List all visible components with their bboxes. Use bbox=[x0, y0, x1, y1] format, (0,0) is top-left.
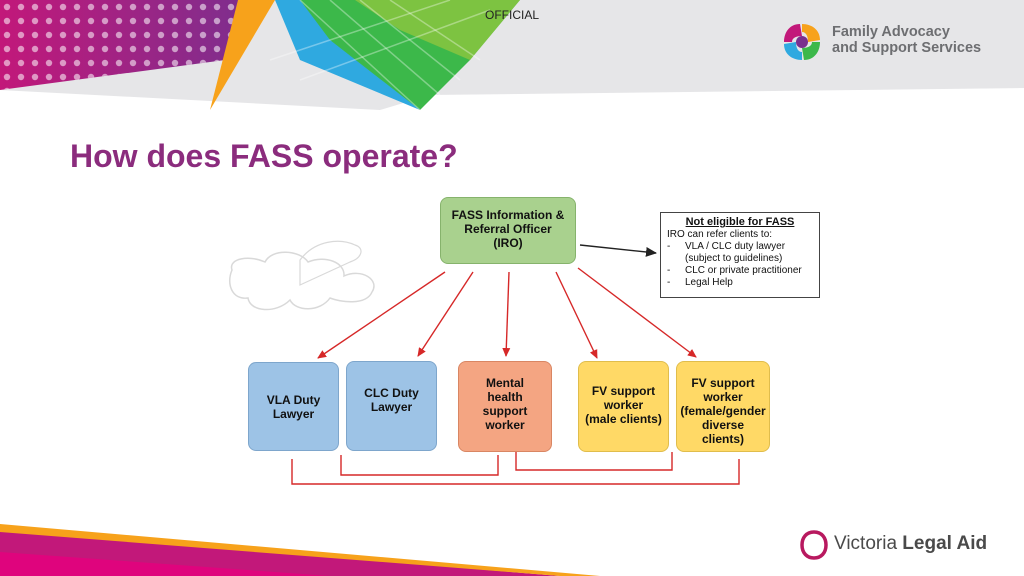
header-banner-art bbox=[0, 0, 1024, 111]
fass-logo: Family Advocacy and Support Services bbox=[780, 20, 1010, 66]
arrow-iro-clc bbox=[417, 271, 474, 357]
not-eligible-note: Not eligible for FASS IRO can refer clie… bbox=[660, 212, 820, 298]
note-heading: Not eligible for FASS bbox=[685, 216, 795, 228]
node-mental-health-worker: Mental health support worker bbox=[458, 361, 552, 452]
arrow-iro-vla bbox=[317, 271, 446, 359]
cloud-shape bbox=[228, 251, 375, 311]
arrow-iro-mental-health bbox=[502, 271, 511, 357]
victoria-legal-aid-logo: Victoria Legal Aid bbox=[800, 530, 987, 562]
node-clc-duty-lawyer: CLC Duty Lawyer bbox=[346, 361, 437, 451]
fass-logo-text: Family Advocacy and Support Services bbox=[832, 24, 981, 56]
vla-logo-word1: Victoria bbox=[834, 533, 898, 554]
bracket-mental-health-fv-male bbox=[515, 452, 673, 471]
note-item: -CLC or private practitioner bbox=[667, 265, 802, 276]
bracket-vla-fv-female bbox=[291, 459, 740, 485]
footer-art bbox=[0, 524, 600, 576]
node-fv-male: FV support worker (male clients) bbox=[578, 361, 669, 452]
note-item-text: Legal Help bbox=[685, 277, 733, 288]
vla-logo-text: Victoria Legal Aid bbox=[834, 533, 987, 555]
vla-logo-icon bbox=[800, 530, 828, 560]
fass-logo-line1: Family Advocacy bbox=[832, 24, 950, 40]
fass-logo-icon bbox=[784, 24, 820, 60]
note-item-text: CLC or private practitioner bbox=[685, 265, 802, 276]
note-item-text: VLA / CLC duty lawyer (subject to guidel… bbox=[685, 241, 786, 264]
node-vla-duty-lawyer: VLA Duty Lawyer bbox=[248, 362, 339, 451]
node-iro: FASS Information & Referral Officer (IRO… bbox=[440, 197, 576, 264]
arrow-iro-fv-female bbox=[577, 267, 697, 358]
note-intro: IRO can refer clients to: bbox=[667, 229, 773, 240]
node-fv-female: FV support worker (female/gender diverse… bbox=[676, 361, 770, 452]
slide-title: How does FASS operate? bbox=[70, 138, 458, 174]
fass-logo-line2: and Support Services bbox=[832, 40, 982, 56]
note-item: -VLA / CLC duty lawyer (subject to guide… bbox=[667, 241, 813, 265]
vla-logo-word2: Legal Aid bbox=[902, 533, 988, 554]
arrow-iro-note bbox=[579, 244, 657, 257]
bracket-clc-mental-health bbox=[340, 455, 499, 476]
arrow-iro-fv-male bbox=[555, 271, 598, 359]
note-item: -Legal Help bbox=[667, 277, 733, 288]
security-marking: OFFICIAL bbox=[484, 8, 539, 22]
